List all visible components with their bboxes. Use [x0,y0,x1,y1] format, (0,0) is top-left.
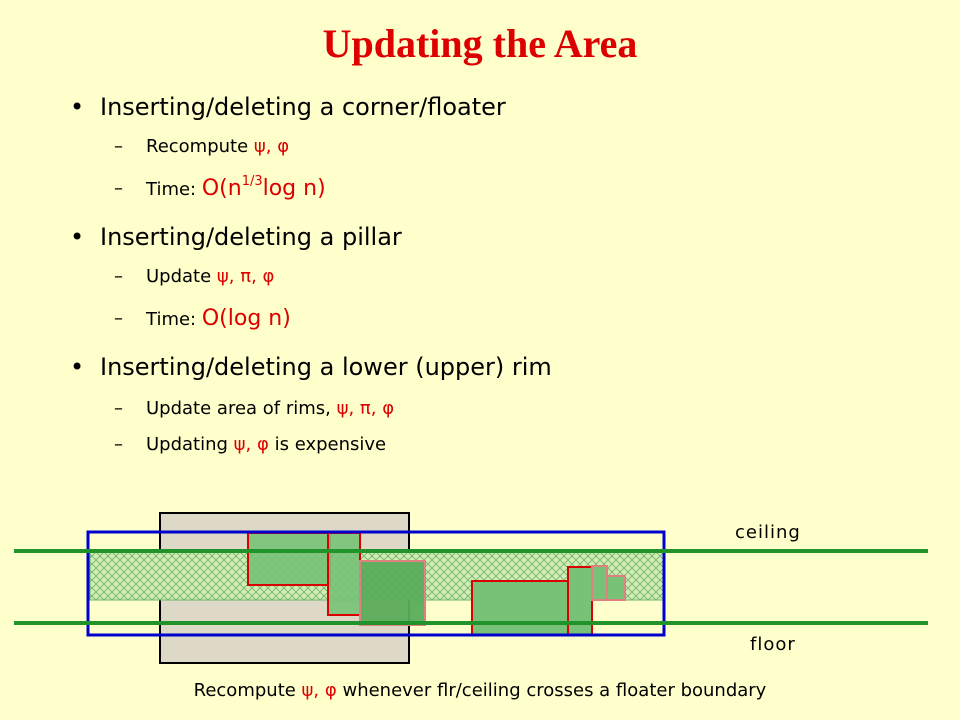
floater-rect [247,532,331,586]
sub-text: Update area of rims, [146,398,337,419]
dash-glyph: – [114,266,123,287]
blue-box [86,530,666,637]
sub-text: Time: [146,179,202,200]
sub-item-recompute: – Recompute ψ, φ [114,134,290,160]
sub-text: Recompute [146,136,254,157]
slide-title: Updating the Area [322,21,638,66]
caption-highlight: ψ, φ [301,680,337,701]
dash-glyph: – [114,308,123,329]
sub-highlight: ψ, π, φ [336,398,395,419]
complexity-exponent: 1/3 [241,173,263,189]
sub-item-update-rims: – Update area of rims, ψ, π, φ [114,396,395,422]
dash-glyph: – [114,136,123,157]
caption-text-suffix: whenever flr/ceiling crosses a floater b… [336,680,767,701]
bullet-text: Inserting/deleting a pillar [100,223,402,251]
sub-item-expensive: – Updating ψ, φ is expensive [114,432,387,458]
complexity-part-2: log n) [262,176,326,201]
complexity-text: O(log n) [201,306,291,331]
sub-item-time-2: – Time: O(log n) [114,306,291,333]
bullet-item-2: • Inserting/deleting a pillar [70,222,402,252]
caption-text: Recompute [193,680,302,701]
complexity-part-1: O(n [201,176,242,201]
bullet-item-3: • Inserting/deleting a lower (upper) rim [70,352,552,382]
floater-rect [591,565,608,601]
bullet-item-1: • Inserting/deleting a corner/floater [70,92,506,122]
dash-glyph: – [114,434,123,455]
bullet-glyph: • [70,93,85,121]
floor-label: floor [750,634,796,655]
floater-rect [327,532,361,616]
bullet-list: • Inserting/deleting a corner/floater – … [70,92,552,458]
dash-glyph: – [114,398,123,419]
sub-text-suffix: is expensive [268,434,387,455]
bullet-text: Inserting/deleting a lower (upper) rim [100,353,552,381]
sub-item-time-1: – Time: O(n1/3log n) [114,173,326,203]
ceiling-label: ceiling [735,522,801,543]
bullet-glyph: • [70,353,85,381]
sub-item-update: – Update ψ, π, φ [114,264,275,290]
floater-diagram [14,512,928,664]
sub-text: Update [146,266,217,287]
sub-highlight: ψ, φ [253,136,290,157]
dash-glyph: – [114,178,123,199]
sub-highlight: ψ, φ [233,434,269,455]
floater-rect [606,575,626,601]
sub-text: Time: [146,309,202,330]
floater-rect [471,580,569,636]
bullet-glyph: • [70,223,85,251]
diagram-caption: Recompute ψ, φ whenever flr/ceiling cros… [0,680,940,701]
sub-highlight: ψ, π, φ [216,266,275,287]
sub-text: Updating [146,434,234,455]
complexity-text: O(n1/3log n) [201,173,326,201]
bullet-text: Inserting/deleting a corner/floater [100,93,506,121]
floater-rect [359,560,426,626]
